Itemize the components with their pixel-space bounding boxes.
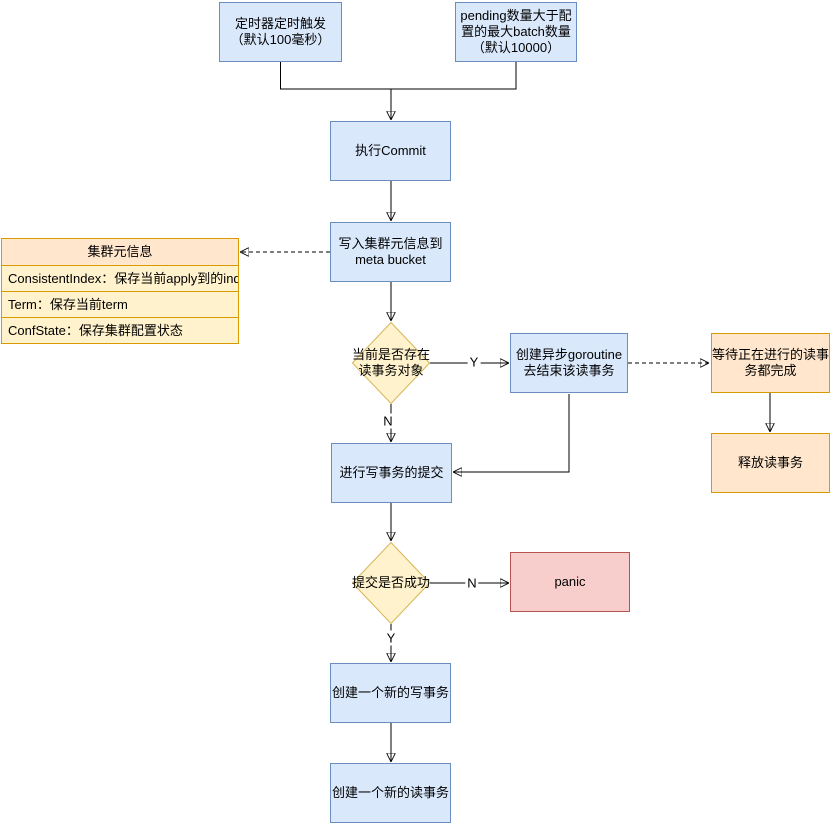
node-write-meta-bucket: 写入集群元信息到 meta bucket [330, 222, 451, 282]
node-label: pending数量大于配 置的最大batch数量 （默认10000） [460, 7, 572, 56]
node-new-read-txn: 创建一个新的读事务 [330, 763, 451, 823]
node-commit-write-txn: 进行写事务的提交 [331, 443, 452, 503]
node-new-write-txn: 创建一个新的写事务 [330, 663, 451, 723]
meta-info-table: 集群元信息 ConsistentIndex：保存当前apply到的ind Ter… [1, 238, 239, 344]
node-panic: panic [510, 552, 630, 612]
node-pending-batch: pending数量大于配 置的最大batch数量 （默认10000） [455, 2, 577, 62]
node-label: 进行写事务的提交 [339, 464, 444, 480]
diamond-shape [352, 542, 430, 624]
node-label: 创建一个新的读事务 [331, 784, 449, 800]
node-label: 执行Commit [355, 142, 426, 158]
edge-goroutine-to-commitwrite [454, 394, 570, 472]
edge-label-no: N [465, 575, 479, 591]
node-label: 创建一个新的写事务 [331, 684, 449, 700]
node-label: 提交是否成功 [352, 574, 431, 590]
node-label: 等待正在进行的读事 务都完成 [712, 346, 830, 378]
meta-table-row-consistentindex: ConsistentIndex：保存当前apply到的ind [2, 265, 238, 291]
node-label: 写入集群元信息到 meta bucket [338, 235, 443, 267]
meta-table-header: 集群元信息 [2, 239, 238, 265]
edge-merge-bracket [280, 62, 517, 90]
node-label: 释放读事务 [737, 454, 803, 470]
diamond-shape [352, 322, 430, 404]
node-label: 定时器定时触发 （默认100毫秒） [230, 15, 331, 47]
meta-table-row-term: Term：保存当前term [2, 291, 238, 317]
node-wait-read-txn: 等待正在进行的读事 务都完成 [711, 333, 830, 393]
edge-label-yes: Y [467, 354, 481, 370]
node-timer-trigger: 定时器定时触发 （默认100毫秒） [219, 2, 342, 62]
edge-label-no: N [381, 413, 395, 429]
decision-commit-success: 提交是否成功 [352, 542, 430, 624]
node-release-read-txn: 释放读事务 [711, 433, 830, 493]
edge-label-yes: Y [384, 630, 398, 646]
meta-table-row-confstate: ConfState：保存集群配置状态 [2, 317, 238, 343]
node-label: 当前是否存在 读事务对象 [352, 346, 431, 378]
node-create-goroutine: 创建异步goroutine 去结束该读事务 [510, 333, 628, 393]
decision-has-read-txn: 当前是否存在 读事务对象 [352, 322, 430, 404]
node-label: panic [554, 573, 586, 589]
node-label: 创建异步goroutine 去结束该读事务 [515, 346, 623, 378]
node-exec-commit: 执行Commit [330, 121, 451, 181]
